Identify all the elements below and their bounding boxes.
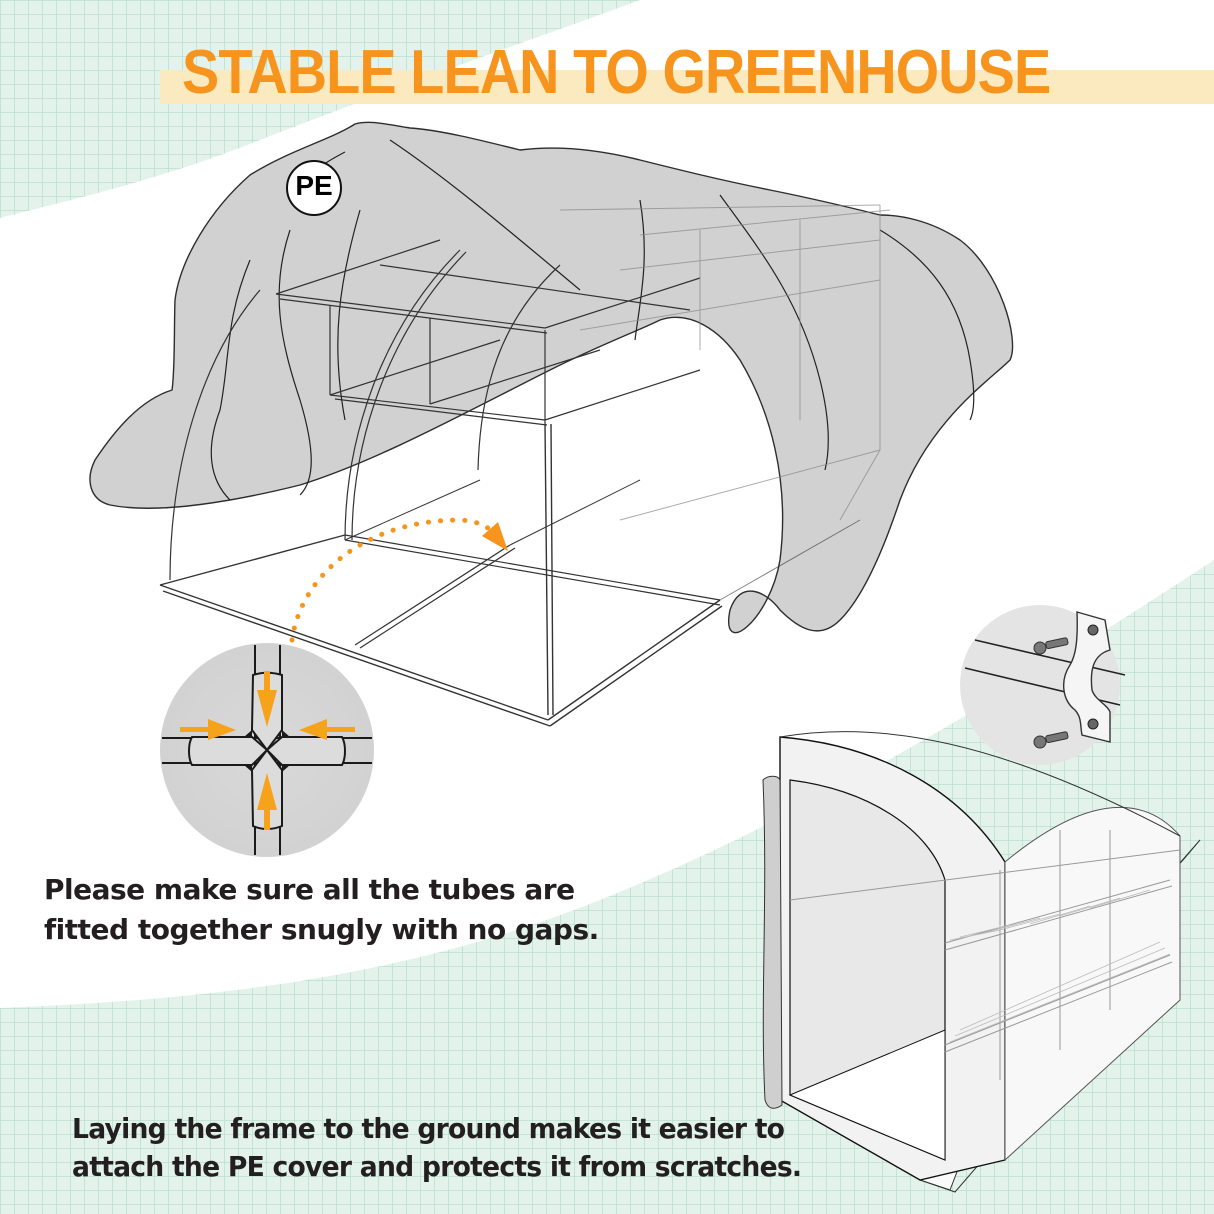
caption-tube-fit: Please make sure all the tubes are fitte…	[44, 870, 599, 950]
title-banner: STABLE LEAN TO GREENHOUSE	[160, 30, 1214, 110]
main-greenhouse-illustration	[89, 121, 1014, 727]
orange-arrowhead	[482, 522, 508, 551]
clip-detail-circle	[960, 605, 1126, 765]
caption-ground-assembly-line-2: attach the PE cover and protects it from…	[72, 1150, 802, 1183]
pe-cover	[89, 121, 1014, 634]
caption-tube-fit-line-2: fitted together snugly with no gaps.	[44, 913, 599, 946]
joint-detail-circle	[160, 643, 374, 857]
caption-tube-fit-line-1: Please make sure all the tubes are	[44, 873, 575, 906]
page-title: STABLE LEAN TO GREENHOUSE	[182, 38, 1051, 107]
caption-ground-assembly: Laying the frame to the ground makes it …	[72, 1110, 802, 1186]
assembled-greenhouse-illustration	[762, 731, 1201, 1193]
pe-badge	[286, 160, 342, 216]
title-highlight-band	[160, 70, 1214, 104]
pe-badge-label: PE	[295, 170, 333, 201]
caption-ground-assembly-line-1: Laying the frame to the ground makes it …	[72, 1112, 785, 1145]
pe-badge: PE	[287, 170, 341, 206]
grid-background-top-left	[0, 0, 640, 218]
